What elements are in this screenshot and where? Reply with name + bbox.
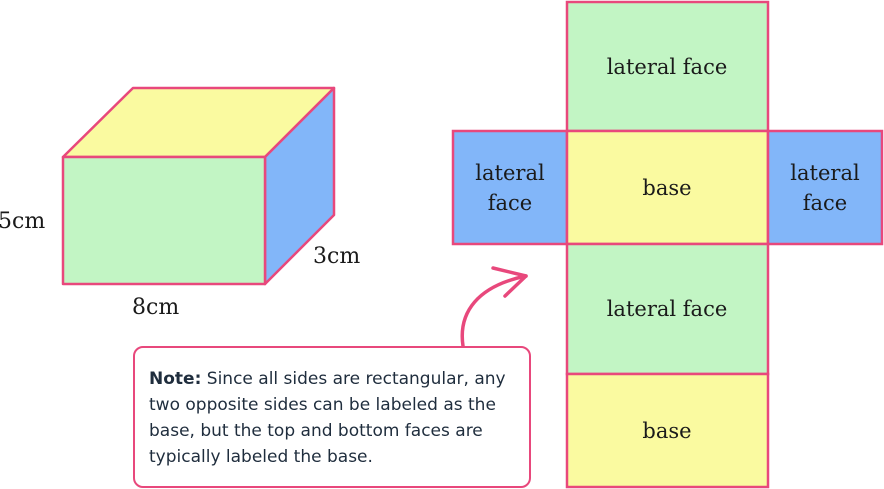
net-center-base-face <box>565 129 770 246</box>
note-text: Since all sides are rectangular, any two… <box>149 369 506 467</box>
net-top-lateral-face <box>565 0 770 133</box>
net-right-face-label-line1: lateral <box>790 161 860 185</box>
rectangular-prism <box>61 86 336 286</box>
net-right-lateral-face <box>766 129 884 246</box>
net-lower-face-label: lateral face <box>607 297 728 321</box>
net-bottom-base-face <box>565 372 770 489</box>
net-left-face-label-line2: face <box>488 191 532 215</box>
prism-front-face <box>61 155 267 286</box>
net-center-face-label: base <box>642 176 691 200</box>
prism-height-label: 5cm <box>0 209 45 234</box>
prism-length-label: 8cm <box>132 295 179 320</box>
note-label: Note: <box>149 369 202 389</box>
net-top-face-label: lateral face <box>607 55 728 79</box>
net-left-face-label-line1: lateral <box>475 161 545 185</box>
prism-depth-label: 3cm <box>313 244 360 269</box>
net-bottom-face-label: base <box>642 419 691 443</box>
net-right-face-label-line2: face <box>803 191 847 215</box>
arrow-icon <box>460 266 528 348</box>
note-box: Note: Since all sides are rectangular, a… <box>133 346 531 488</box>
net-lower-lateral-face <box>565 242 770 376</box>
net-left-lateral-face <box>451 129 569 246</box>
prism-net <box>451 0 884 489</box>
